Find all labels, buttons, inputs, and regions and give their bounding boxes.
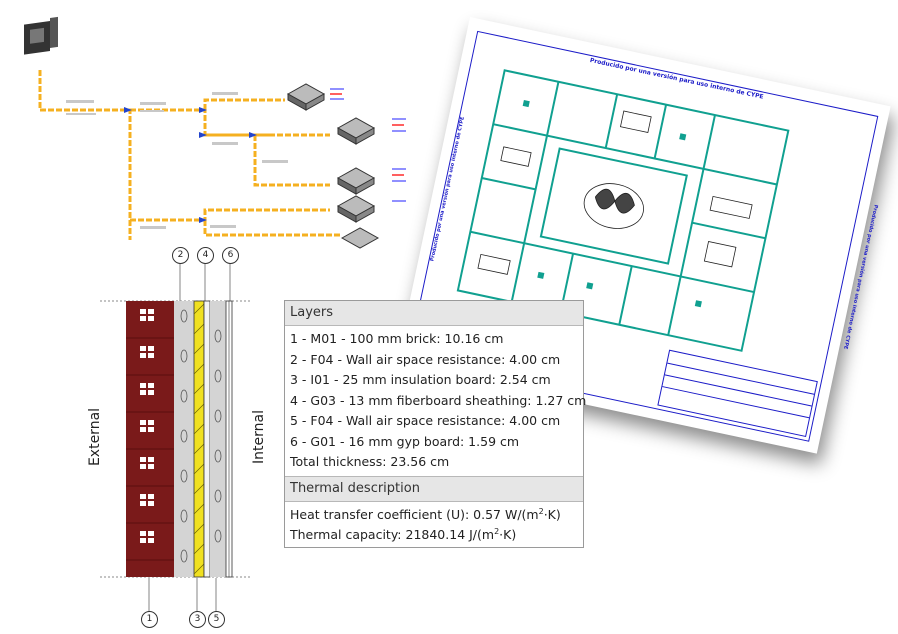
air-space-layer-1	[174, 301, 194, 577]
air-space-marks-2	[214, 329, 222, 543]
floor-plan-drawing	[456, 69, 790, 352]
callout-top-2: 4	[197, 247, 214, 264]
floor-plan-sheet: Producido por una versión para uso inter…	[396, 17, 891, 454]
air-space-marks-1	[180, 309, 188, 563]
layer-row: 3 - I01 - 25 mm insulation board: 2.54 c…	[290, 372, 551, 387]
thermal-list: Heat transfer coefficient (U): 0.57 W/(m…	[285, 502, 583, 549]
pipe-network	[38, 70, 340, 240]
callout-bottom-2: 3	[189, 611, 206, 628]
ac-piping-schematic	[0, 0, 470, 250]
plan-furniture	[477, 110, 753, 275]
plan-fixtures	[522, 100, 702, 308]
callout-top-1: 2	[172, 247, 189, 264]
indoor-units	[286, 83, 380, 249]
external-label: External	[87, 407, 104, 467]
air-space-layer-2	[210, 301, 226, 577]
total-thickness: Total thickness: 23.56 cm	[290, 454, 450, 469]
schematic-tiny-labels	[66, 92, 288, 229]
outdoor-unit-icon	[24, 16, 58, 55]
fiberboard-layer	[203, 300, 211, 578]
layer-row: 2 - F04 - Wall air space resistance: 4.0…	[290, 351, 561, 367]
schematic-drawing	[24, 16, 406, 249]
insulation-hatch	[193, 303, 205, 575]
leader-lines	[148, 263, 231, 612]
callout-bottom-1: 1	[141, 611, 158, 628]
layer-row: 1 - M01 - 100 mm brick: 10.16 cm	[290, 331, 504, 346]
thermal-header: Thermal description	[285, 475, 583, 502]
heat-transfer-coefficient: Heat transfer coefficient (U): 0.57 W/(m…	[290, 506, 561, 522]
internal-label: Internal	[250, 410, 267, 464]
layers-list: 1 - M01 - 100 mm brick: 10.16 cm 2 - F04…	[285, 326, 587, 476]
callout-bottom-3: 5	[208, 611, 225, 628]
callout-top-3: 6	[222, 247, 239, 264]
brick-windows	[140, 309, 154, 543]
wall-layers-drawing	[100, 263, 250, 612]
insulation-layer	[193, 300, 205, 578]
layer-row: 5 - F04 - Wall air space resistance: 4.0…	[290, 413, 561, 428]
layer-row: 4 - G03 - 13 mm fiberboard sheathing: 1.…	[290, 392, 587, 408]
layer-row: 6 - G01 - 16 mm gyp board: 1.59 cm	[290, 433, 520, 449]
unit-notes	[330, 88, 406, 202]
thermal-capacity: Thermal capacity: 21840.14 J/(m2·K)	[290, 526, 517, 542]
layers-panel: Layers 1 - M01 - 100 mm brick: 10.16 cm …	[284, 300, 587, 549]
pipe-joints	[124, 107, 257, 223]
layers-header: Layers	[285, 301, 583, 326]
brick-joints	[126, 337, 174, 561]
wall-section: 2 4 6	[87, 244, 280, 634]
